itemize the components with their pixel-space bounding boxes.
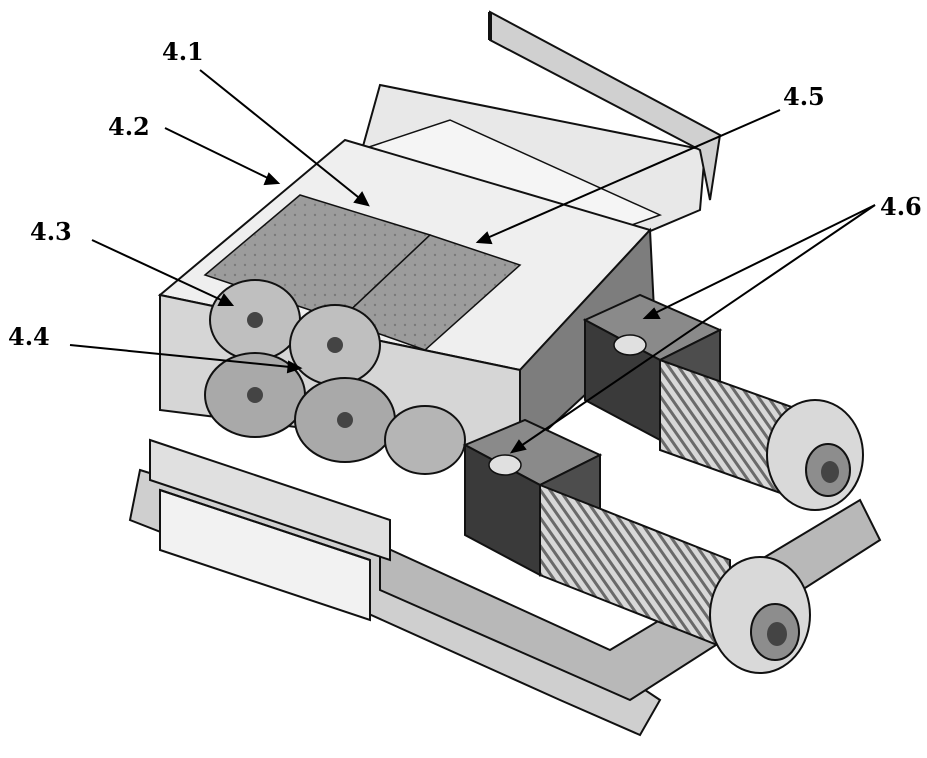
leader-lines bbox=[69, 69, 876, 454]
motor-rear bbox=[582, 293, 864, 511]
leader-4-2 bbox=[164, 127, 279, 184]
label-4-6: 4.6 bbox=[880, 192, 922, 221]
leader-4-6a bbox=[644, 204, 876, 319]
leader-4-1 bbox=[199, 69, 369, 206]
label-4-5: 4.5 bbox=[783, 82, 825, 111]
leader-4-4 bbox=[69, 344, 301, 369]
leader-4-6b bbox=[511, 204, 876, 453]
label-4-4: 4.4 bbox=[8, 322, 50, 351]
leader-4-5 bbox=[477, 109, 781, 243]
callout-labels: 4.1 4.2 4.3 4.4 4.5 4.6 bbox=[8, 37, 922, 351]
label-4-3: 4.3 bbox=[30, 217, 72, 246]
label-4-2: 4.2 bbox=[108, 112, 150, 141]
label-4-1: 4.1 bbox=[162, 37, 204, 66]
base-frame bbox=[128, 438, 882, 737]
rotor-assembly bbox=[204, 279, 466, 475]
leader-4-3 bbox=[91, 239, 233, 306]
motor-front bbox=[462, 418, 811, 674]
